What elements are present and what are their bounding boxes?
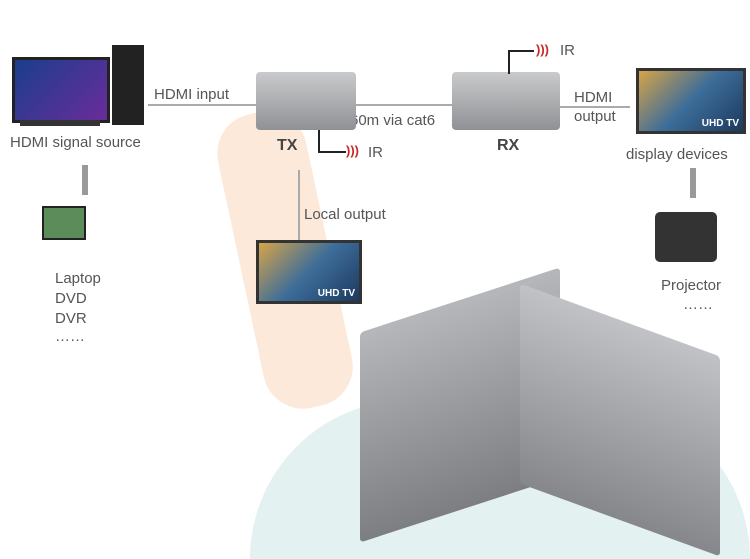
projector-icon <box>655 212 717 262</box>
double-arrow-icon <box>690 168 696 198</box>
tx-device <box>256 72 356 130</box>
tx-label: TX <box>277 137 298 154</box>
cat6-line <box>352 104 452 106</box>
sources-list-item: Laptop <box>55 270 101 287</box>
pc-tower-icon <box>112 45 144 125</box>
hdmi-output-line <box>560 106 630 108</box>
rx-label: RX <box>497 137 520 154</box>
tx-ir-cable <box>318 130 320 152</box>
double-arrow-icon <box>82 165 88 195</box>
local-output-line <box>298 170 300 240</box>
ir-icon: ))) <box>536 42 549 57</box>
tv-logo: UHD TV <box>317 288 355 299</box>
display-label: display devices <box>626 146 728 163</box>
rx-ir-label: IR <box>560 42 575 59</box>
hdmi-input-line <box>148 104 256 106</box>
projector-label: Projector <box>661 277 722 294</box>
rx-ir-cable <box>508 50 510 74</box>
source-label: HDMI signal source <box>10 134 141 151</box>
sources-list-item: DVR <box>55 310 87 327</box>
tx-ir-cable <box>318 151 346 153</box>
hdmi-input-label: HDMI input <box>154 86 230 103</box>
local-output-tv: UHD TV <box>256 240 362 304</box>
local-output-label: Local output <box>304 206 386 223</box>
display-tv: UHD TV <box>636 68 746 134</box>
tv-logo: UHD TV <box>701 118 739 129</box>
sources-list-item: DVD <box>55 290 87 307</box>
projector-more: …… <box>683 296 713 313</box>
keyboard-icon <box>20 120 100 126</box>
hdmi-output-label: HDMI output <box>574 89 616 125</box>
sources-list-item: …… <box>55 328 85 345</box>
cable-label: 60m via cat6 <box>350 112 436 129</box>
ir-icon: ))) <box>346 143 359 158</box>
pc-monitor-icon <box>12 57 110 123</box>
rx-ir-cable <box>508 50 534 52</box>
tx-ir-label: IR <box>368 144 383 161</box>
laptop-icon <box>42 206 86 240</box>
rx-device <box>452 72 560 130</box>
